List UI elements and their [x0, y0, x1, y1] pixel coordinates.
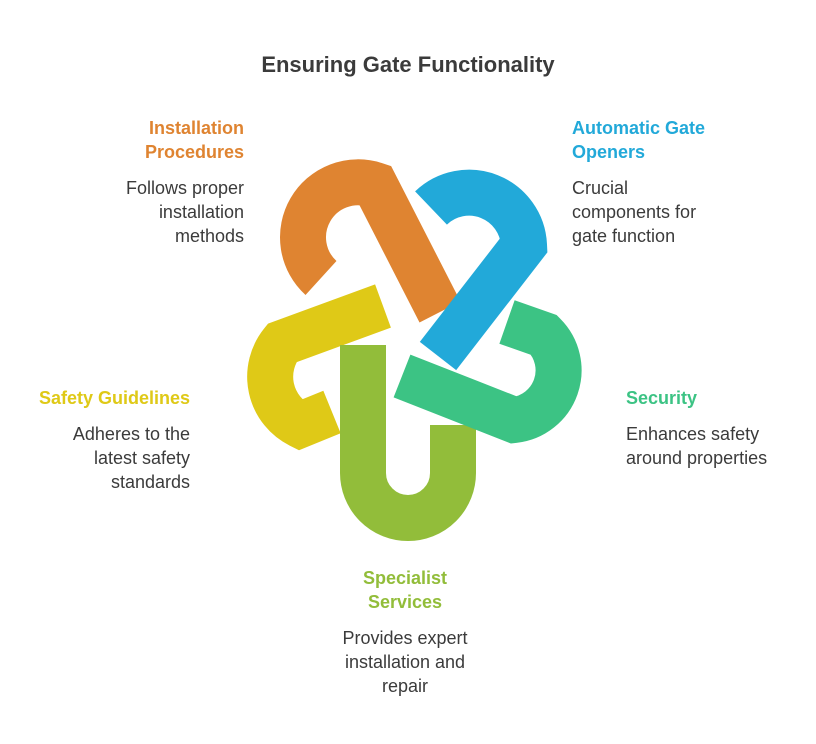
- desc-line: Enhances safety: [626, 424, 760, 444]
- label-line: Installation: [148, 118, 244, 138]
- diagram-title: Ensuring Gate Functionality: [261, 52, 555, 77]
- desc-line: Follows proper: [125, 178, 244, 198]
- segment-security: [393, 300, 582, 444]
- label-automatic-gate-openers: Automatic Gate Openers: [572, 116, 772, 164]
- segment-specialist-services: [340, 345, 476, 541]
- desc-installation-procedures: Follows proper installation methods: [60, 176, 244, 248]
- label-security: Security: [626, 386, 806, 410]
- label-line: Safety Guidelines: [38, 388, 190, 408]
- desc-line: Adheres to the: [72, 424, 190, 444]
- desc-specialist-services: Provides expert installation and repair: [305, 626, 505, 698]
- label-line: Procedures: [144, 142, 244, 162]
- desc-line: latest safety: [93, 448, 190, 468]
- desc-line: Provides expert: [342, 628, 468, 648]
- label-line: Security: [626, 388, 698, 408]
- desc-line: repair: [381, 676, 429, 696]
- label-specialist-services: Specialist Services: [305, 566, 505, 614]
- desc-line: installation and: [344, 652, 466, 672]
- desc-line: gate function: [572, 226, 676, 246]
- desc-line: Crucial: [572, 178, 629, 198]
- desc-line: standards: [110, 472, 190, 492]
- desc-line: methods: [174, 226, 244, 246]
- segment-installation-procedures: [280, 159, 461, 323]
- desc-safety-guidelines: Adheres to the latest safety standards: [10, 422, 190, 494]
- desc-line: components for: [572, 202, 697, 222]
- label-line: Services: [367, 592, 443, 612]
- label-installation-procedures: Installation Procedures: [60, 116, 244, 164]
- segment-automatic-gate-openers: [415, 169, 548, 371]
- desc-line: around properties: [626, 448, 768, 468]
- label-safety-guidelines: Safety Guidelines: [10, 386, 190, 410]
- segment-safety-guidelines: [247, 284, 391, 451]
- desc-automatic-gate-openers: Crucial components for gate function: [572, 176, 772, 248]
- label-line: Specialist: [362, 568, 448, 588]
- desc-security: Enhances safety around properties: [626, 422, 806, 470]
- label-line: Openers: [572, 142, 646, 162]
- label-line: Automatic Gate: [572, 118, 706, 138]
- desc-line: installation: [158, 202, 244, 222]
